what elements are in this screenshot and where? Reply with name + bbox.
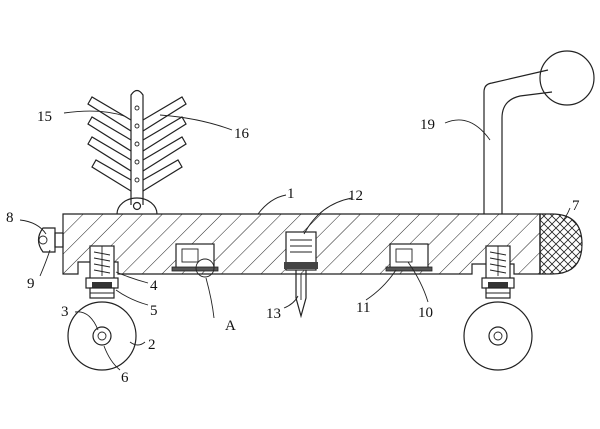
label-8: 8 xyxy=(6,210,14,226)
center-probe xyxy=(284,231,318,319)
label-7: 7 xyxy=(572,198,580,214)
label-1: 1 xyxy=(287,186,295,202)
handle-knob xyxy=(539,50,595,106)
label-9: 9 xyxy=(27,276,35,292)
label-19: 19 xyxy=(420,117,435,133)
label-5: 5 xyxy=(150,303,158,319)
label-10: 10 xyxy=(418,305,433,321)
label-A: A xyxy=(225,318,236,334)
lamp-8 xyxy=(37,227,64,253)
label-16: 16 xyxy=(234,126,250,142)
right-spring-housing xyxy=(481,245,515,299)
label-3: 3 xyxy=(61,304,69,320)
left-spring-housing xyxy=(85,245,119,299)
cavity-left xyxy=(171,243,219,272)
left-wheel xyxy=(67,301,137,371)
cavity-right xyxy=(385,243,433,272)
right-wheel xyxy=(463,301,533,371)
label-4: 4 xyxy=(150,278,158,294)
label-13: 13 xyxy=(266,306,281,322)
leader-lines xyxy=(19,110,571,371)
label-15: 15 xyxy=(37,109,52,125)
bumper-7 xyxy=(539,213,583,275)
label-6: 6 xyxy=(121,370,129,386)
detail-circle-A xyxy=(195,258,215,278)
fan-assembly xyxy=(87,89,187,215)
label-2: 2 xyxy=(148,337,156,353)
label-11: 11 xyxy=(356,300,370,316)
reference-labels: 1 2 3 4 5 6 7 8 9 10 11 12 13 15 16 19 A xyxy=(6,109,580,386)
handle-19 xyxy=(483,50,595,214)
label-12: 12 xyxy=(348,188,363,204)
